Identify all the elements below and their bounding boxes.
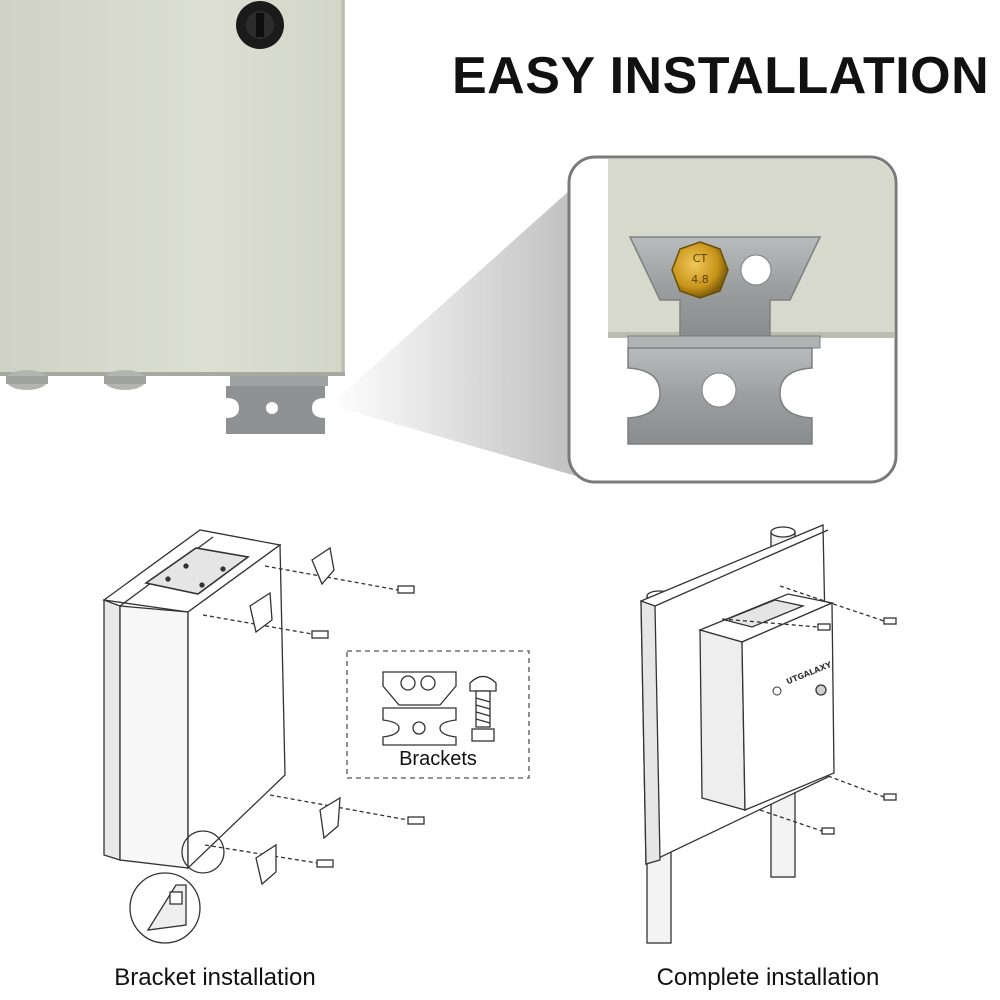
brackets-legend-label: Brackets bbox=[399, 748, 477, 770]
bracket-drawings bbox=[249, 546, 341, 886]
complete-installation-diagram bbox=[640, 524, 897, 944]
enclosure-drawing bbox=[102, 529, 286, 870]
bracket-small-icon bbox=[226, 376, 328, 434]
caption-bracket-installation: Bracket installation bbox=[114, 964, 316, 991]
brackets-legend-box bbox=[346, 650, 530, 779]
zoom-callout bbox=[567, 155, 898, 484]
enclosure-photo bbox=[0, 0, 898, 484]
bolt-marking-line2: 4.8 bbox=[691, 273, 709, 286]
zoom-cone bbox=[330, 190, 590, 480]
bolt-legend-icon bbox=[469, 675, 497, 742]
bolt-marking-line1: CT bbox=[692, 252, 708, 265]
page-title: EASY INSTALLATION bbox=[452, 47, 990, 105]
screw-drawings-right bbox=[721, 585, 897, 835]
brand-logo-icon bbox=[772, 686, 782, 696]
detail-circle-corner bbox=[181, 830, 225, 874]
bracket-installation-diagram bbox=[102, 529, 530, 944]
bracket-legend-icon bbox=[382, 671, 457, 746]
caption-complete-installation: Complete installation bbox=[656, 964, 880, 991]
bolt-icon bbox=[671, 241, 729, 299]
cable-gland-icon bbox=[6, 370, 146, 390]
enclosure-door bbox=[0, 0, 345, 375]
enclosure-box-drawing bbox=[698, 593, 835, 811]
lock-icon bbox=[236, 1, 284, 49]
